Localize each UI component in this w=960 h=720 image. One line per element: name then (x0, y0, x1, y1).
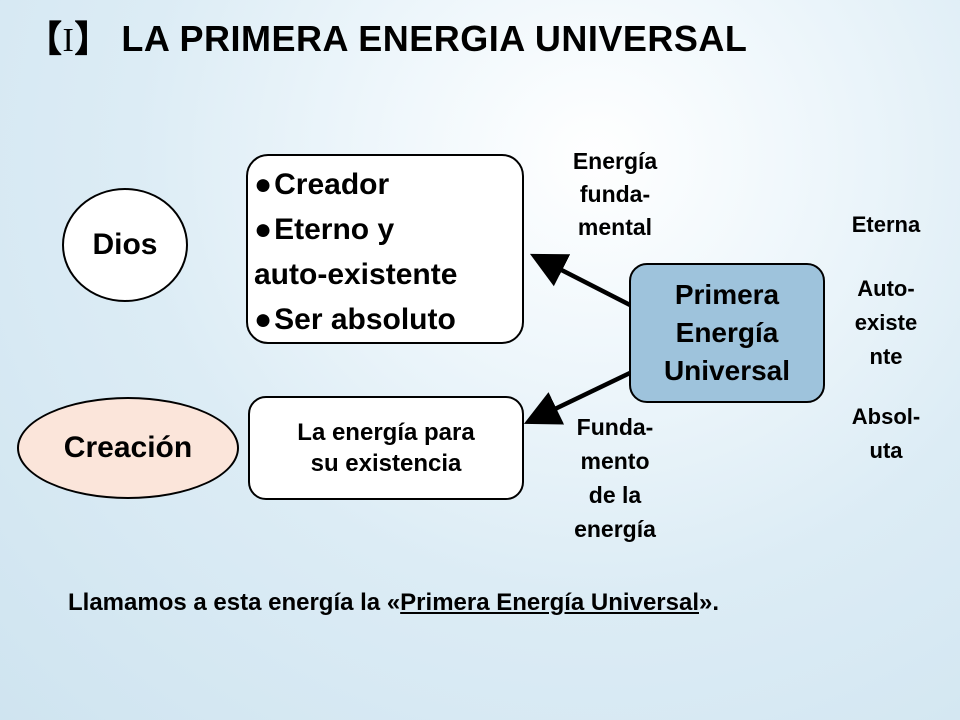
side-label-text: Absol- (851, 404, 921, 429)
primary-energy-line: Universal (663, 355, 791, 386)
god-ellipse: Dios (62, 188, 188, 302)
title-number: I (62, 22, 75, 59)
label-line: Energía (572, 148, 658, 174)
energy-foundation-label: Funda- mento de la energía (540, 410, 690, 546)
attribute-item: auto-existente (254, 252, 522, 297)
label-line: de la (588, 482, 642, 508)
existence-energy-line: su existencia (310, 450, 462, 477)
caption-suffix: ». (699, 589, 720, 616)
attribute-item: ●Eterno y (254, 207, 522, 252)
fundamental-energy-label: Energía funda- mental (540, 145, 690, 244)
god-label: Dios (92, 228, 158, 261)
attribute-item: ●Creador (254, 162, 522, 207)
side-label-text: nte (869, 344, 903, 369)
title-text: LA PRIMERA ENERGIA UNIVERSAL (110, 18, 748, 59)
bullet-icon: ● (254, 303, 273, 336)
page-title: 【I】 LA PRIMERA ENERGIA UNIVERSAL (26, 10, 747, 62)
label-line: energía (574, 516, 656, 542)
caption-prefix: Llamamos a esta energía la « (68, 589, 401, 616)
primary-energy-line: Energía (675, 317, 779, 348)
bullet-icon: ● (254, 168, 273, 201)
arrow-to-attributes (529, 253, 634, 309)
caption-text: Llamamos a esta energía la «Primera Ener… (68, 584, 892, 622)
title-close-bracket: 】 (74, 18, 111, 59)
attribute-absolute-being: Ser absoluto (274, 303, 456, 336)
arrow-to-energy-box (523, 369, 633, 425)
side-label-text: Auto- (857, 276, 915, 301)
side-label-text: uta (869, 438, 903, 463)
caption-underlined-term: Primera Energía Universal (400, 589, 699, 616)
label-line: mento (580, 448, 650, 474)
attribute-creator: Creador (274, 168, 390, 201)
existence-energy-box: La energía para su existencia (248, 396, 524, 500)
bullet-icon: ● (254, 213, 273, 246)
label-line: mental (577, 214, 653, 240)
attribute-item: ●Ser absoluto (254, 297, 522, 342)
primary-energy-line: Primera (674, 279, 780, 310)
primary-energy-box: Primera Energía Universal (629, 263, 825, 403)
attributes-box: ●Creador ●Eterno y auto-existente ●Ser a… (246, 154, 524, 344)
title-open-bracket: 【 (26, 18, 63, 59)
side-label-self-existent: Auto- existe nte (826, 272, 946, 374)
existence-energy-line: La energía para (297, 419, 475, 446)
attribute-eternal: Eterno y (274, 213, 395, 246)
side-label-text: existe (854, 310, 918, 335)
label-line: funda- (579, 181, 651, 207)
attribute-self-existent: auto-existente (254, 258, 458, 291)
side-label-text: Eterna (851, 212, 921, 237)
creation-ellipse: Creación (17, 397, 239, 499)
creation-label: Creación (63, 431, 193, 464)
side-label-absolute: Absol- uta (826, 400, 946, 468)
label-line: Funda- (576, 414, 654, 440)
side-label-eternal: Eterna (826, 212, 946, 238)
